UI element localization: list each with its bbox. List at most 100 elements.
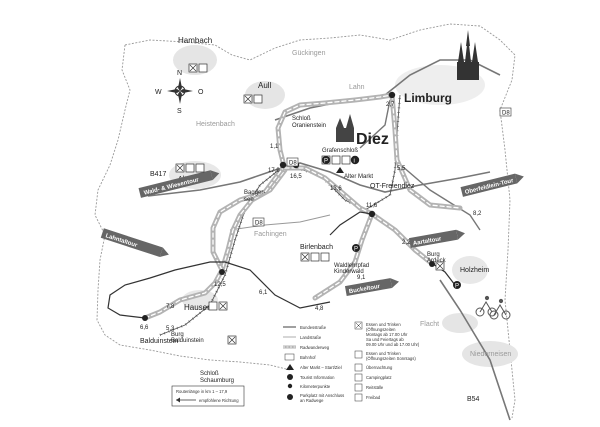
svg-text:D8: D8 (502, 111, 510, 117)
label-diez: Diez (356, 131, 389, 148)
hotel-icon (331, 155, 341, 165)
label-waldlehrpfad-2: Kinderwald (334, 269, 364, 275)
svg-text:17,9: 17,9 (268, 168, 280, 174)
label-hausen: Hausen (184, 303, 212, 312)
hotel-icon (198, 63, 208, 73)
hotel-icon (310, 252, 320, 262)
svg-text:7,8: 7,8 (166, 304, 175, 310)
route-sign-buckeltour: Buckeltour (344, 278, 400, 296)
svg-text:(Öffnungszeiten Sonntags): (Öffnungszeiten Sonntags) (366, 356, 416, 361)
road-diez-limburg (359, 99, 391, 149)
svg-text:Essen und Trinken: Essen und Trinken (366, 351, 401, 356)
route-sign-aartaltour: Aartaltour (408, 229, 465, 248)
svg-text:6,6: 6,6 (140, 325, 149, 331)
svg-text:W: W (155, 89, 162, 96)
svg-text:Bahnhof: Bahnhof (300, 355, 316, 360)
svg-text:1,1: 1,1 (270, 144, 279, 150)
svg-text:8,2: 8,2 (473, 211, 482, 217)
route-black-holzheim (329, 211, 456, 286)
label-hambach: Hambach (178, 36, 212, 45)
facility-icon-glyphs (176, 64, 444, 344)
svg-text:Aartaltour: Aartaltour (413, 236, 443, 247)
svg-text:Bundesstraße: Bundesstraße (300, 325, 327, 330)
label-schloss-oranienstein-1: Schloß (292, 116, 311, 122)
label-alter-markt: Alter Markt (344, 174, 373, 180)
svg-text:empfohlene Richtung: empfohlene Richtung (199, 398, 239, 403)
svg-text:5,5: 5,5 (397, 166, 406, 172)
alter-markt-start-icon (336, 167, 344, 173)
flacht-area (442, 313, 478, 333)
svg-text:Routenlänge in km 1 – 17,9: Routenlänge in km 1 – 17,9 (176, 389, 228, 394)
svg-text:Buckeltour: Buckeltour (349, 284, 382, 295)
route-length-legend: Routenlänge in km 1 – 17,9 empfohlene Ri… (171, 385, 245, 407)
svg-text:4,8: 4,8 (315, 306, 324, 312)
svg-text:P: P (354, 247, 358, 253)
svg-text:Kilometerpunkte: Kilometerpunkte (300, 384, 331, 389)
label-b417: B417 (150, 171, 166, 178)
niederneisen-area (462, 341, 518, 367)
hotel-icon (341, 155, 351, 165)
route-sign-lahntaltour: Lahntaltour (100, 228, 169, 257)
svg-text:5,3: 5,3 (166, 326, 175, 332)
cyclists-icon (475, 295, 511, 320)
svg-text:12,5: 12,5 (214, 282, 226, 288)
label-balduinstein: Balduinstein (140, 338, 178, 345)
svg-text:Parkplatz mit Anschluss: Parkplatz mit Anschluss (300, 393, 344, 398)
parking-icon: P P P (322, 156, 461, 290)
route-black-connector (107, 261, 331, 319)
label-waldlehrpfad-1: Waldlehrpfad (334, 263, 369, 269)
road-limburg-south (394, 159, 481, 231)
label-flacht: Flacht (420, 321, 439, 328)
road-b417 (147, 162, 491, 197)
cycle-routes (142, 92, 463, 321)
svg-text:09.00 Uhr und ab 17.00 Uhr): 09.00 Uhr und ab 17.00 Uhr) (366, 342, 420, 347)
km-marks: 2,7 1,1 17,9 16,5 13,6 5,5 11,6 8,2 2,2 … (140, 102, 482, 332)
compass-rose: N S W O (155, 70, 204, 115)
svg-text:Reitställe: Reitställe (366, 385, 384, 390)
route-oberfeld (389, 92, 463, 211)
hotel-icon (195, 163, 205, 173)
marker-ardeck (429, 261, 435, 267)
label-burg-balduinstein-2: Balduinstein (171, 338, 204, 344)
hotel-icon (320, 252, 330, 262)
label-schloss-schaumburg-1: Schloß (200, 371, 219, 377)
municipal-boundary (94, 23, 516, 419)
road-fachingen (229, 214, 331, 231)
diez-castle-icon (336, 114, 354, 142)
svg-text:Sa und Feiertags ab: Sa und Feiertags ab (366, 337, 404, 342)
svg-text:Radwanderweg: Radwanderweg (300, 345, 330, 350)
svg-text:S: S (177, 108, 182, 115)
label-schloss-schaumburg-2: Schaumburg (200, 378, 234, 384)
limburg-cathedral-icon (457, 30, 479, 80)
svg-text:Campingplatz: Campingplatz (366, 375, 392, 380)
info-icon: i (350, 155, 360, 165)
svg-text:i: i (354, 159, 355, 165)
svg-text:P: P (324, 159, 328, 165)
svg-text:13,6: 13,6 (330, 186, 342, 192)
svg-text:2,7: 2,7 (386, 102, 395, 108)
svg-text:Montags ab 17.00 Uhr: Montags ab 17.00 Uhr (366, 332, 408, 337)
label-burg-ardeck-2: Ardeck (427, 258, 447, 264)
svg-text:Landstraße: Landstraße (300, 335, 322, 340)
label-baggersee-2: see (244, 197, 254, 203)
legend: Bundesstraße Landstraße Radwanderweg Bah… (283, 321, 420, 403)
svg-text:Essen und Trinken: Essen und Trinken (366, 322, 401, 327)
hotel-icon (208, 301, 218, 311)
svg-text:an Radwege: an Radwege (300, 398, 324, 403)
label-burg-ardeck-1: Burg (427, 252, 440, 258)
label-niederneisen: Niederneisen (470, 351, 511, 358)
hotel-icon (185, 163, 195, 173)
label-fachingen: Fachingen (254, 231, 287, 238)
label-guckingen: Gückingen (292, 50, 326, 57)
label-b54: B54 (467, 396, 480, 403)
label-limburg: Limburg (404, 91, 452, 105)
hotel-icon (253, 94, 263, 104)
marker-limburg (388, 91, 396, 99)
svg-text:Tourist Information: Tourist Information (300, 375, 335, 380)
svg-text:P: P (455, 284, 459, 290)
marker-baggersee (219, 269, 225, 275)
svg-text:Freibad: Freibad (366, 395, 381, 400)
svg-text:D8: D8 (289, 161, 297, 167)
holzheim-area (452, 256, 488, 284)
